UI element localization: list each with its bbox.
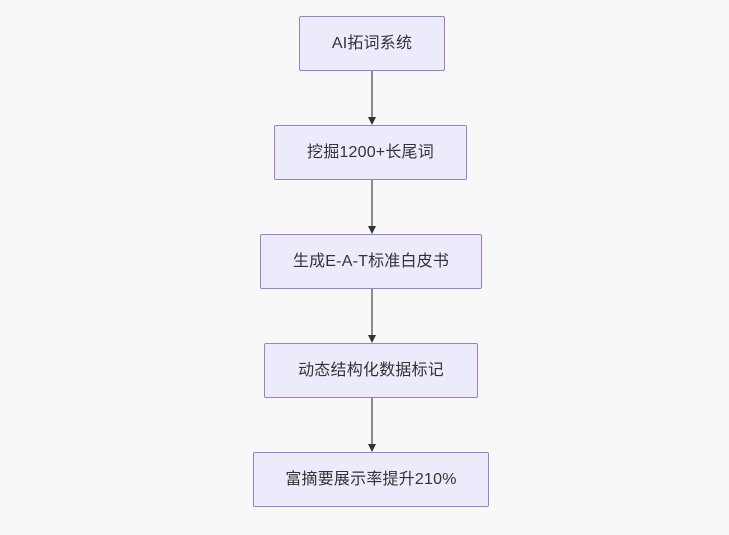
flow-node-label: 富摘要展示率提升210% — [285, 470, 457, 488]
edge-line — [371, 398, 373, 445]
flow-edge-2 — [367, 180, 376, 234]
flow-node-label: 挖掘1200+长尾词 — [307, 143, 434, 161]
edge-line — [371, 289, 373, 336]
edge-line — [371, 180, 373, 227]
flow-node-label: 动态结构化数据标记 — [298, 361, 444, 379]
edge-line — [371, 71, 373, 118]
flow-node-ai-keyword-system[interactable]: AI拓词系统 — [299, 16, 445, 71]
flow-node-label: AI拓词系统 — [331, 34, 413, 52]
flow-node-generate-eat-whitepaper[interactable]: 生成E-A-T标准白皮书 — [260, 234, 482, 289]
flow-edge-4 — [367, 398, 376, 452]
flow-node-mine-longtail-keywords[interactable]: 挖掘1200+长尾词 — [274, 125, 467, 180]
flow-node-rich-snippet-impression-uplift[interactable]: 富摘要展示率提升210% — [253, 452, 489, 507]
arrow-down-icon — [367, 444, 376, 452]
arrow-down-icon — [367, 335, 376, 343]
flow-node-dynamic-structured-data-markup[interactable]: 动态结构化数据标记 — [264, 343, 478, 398]
flow-edge-3 — [367, 289, 376, 343]
arrow-down-icon — [367, 226, 376, 234]
arrow-down-icon — [367, 117, 376, 125]
flow-edge-1 — [367, 71, 376, 125]
flow-node-label: 生成E-A-T标准白皮书 — [292, 252, 450, 270]
